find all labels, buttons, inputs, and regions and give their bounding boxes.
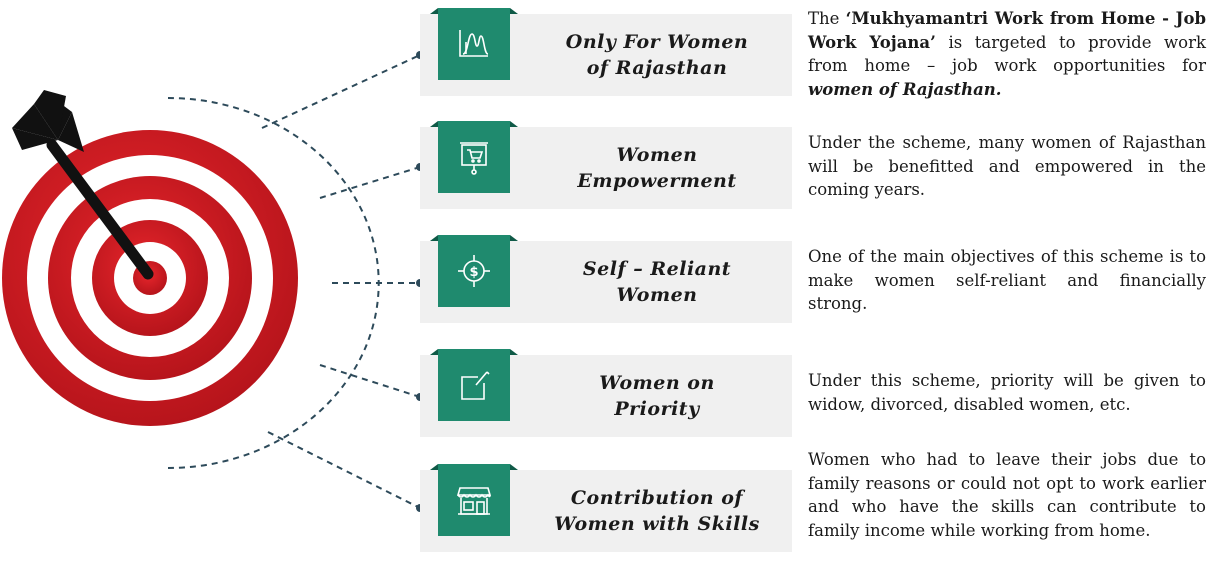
edit-box-icon	[461, 371, 490, 400]
description-1: The ‘Mukhyamantri Work from Home - Job W…	[808, 7, 1206, 101]
connector-5	[267, 431, 421, 509]
svg-text:$: $	[469, 265, 478, 280]
card-title-1: Only For Women of Rajasthan	[522, 14, 792, 96]
connector-1	[261, 54, 421, 129]
card-title-text: Women on Priority	[599, 372, 715, 420]
shop-icon	[456, 487, 492, 515]
icon-box-2	[430, 121, 518, 193]
icon-box-4	[430, 349, 518, 421]
description-5: Women who had to leave their jobs due to…	[808, 450, 1206, 540]
presentation-board-icon	[460, 142, 488, 175]
card-2: Women Empowerment	[420, 121, 792, 209]
card-3: $ Self – Reliant Women	[420, 235, 792, 323]
card-5: Contribution of Women with Skills	[420, 464, 792, 552]
description-1-part-1: The	[808, 9, 846, 28]
card-title-5: Contribution of Women with Skills	[522, 470, 792, 552]
card-title-text: Contribution of Women with Skills	[554, 487, 760, 535]
description-3: One of the main objectives of this schem…	[808, 247, 1206, 313]
description-4: Under this scheme, priority will be give…	[808, 371, 1206, 414]
description-1-part-4: women of Rajasthan.	[808, 79, 1002, 99]
target-dollar-icon: $	[458, 255, 490, 287]
card-title-4: Women on Priority	[522, 355, 792, 437]
card-1: Only For Women of Rajasthan	[420, 8, 792, 96]
description-1-part-2: ‘Mukhyamantri Work from Home - Job Work …	[808, 9, 1206, 52]
card-title-text: Only For Women of Rajasthan	[565, 31, 749, 79]
card-4: Women on Priority	[420, 349, 792, 437]
description-1-part-3: is targeted to provide work from home – …	[808, 32, 1206, 76]
connector-4	[319, 364, 421, 398]
card-title-2: Women Empowerment	[522, 127, 792, 209]
dart-icon	[12, 90, 154, 280]
icon-box-3: $	[430, 235, 518, 307]
description-2: Under the scheme, many women of Rajastha…	[808, 133, 1206, 199]
connector-lines	[261, 54, 421, 509]
card-title-text: Self – Reliant Women	[582, 258, 732, 306]
card-title-text: Women Empowerment	[577, 144, 737, 192]
icon-box-1	[430, 8, 518, 80]
icon-box-5	[430, 464, 518, 536]
card-title-3: Self – Reliant Women	[522, 241, 792, 323]
chart-curve-icon	[459, 30, 489, 57]
